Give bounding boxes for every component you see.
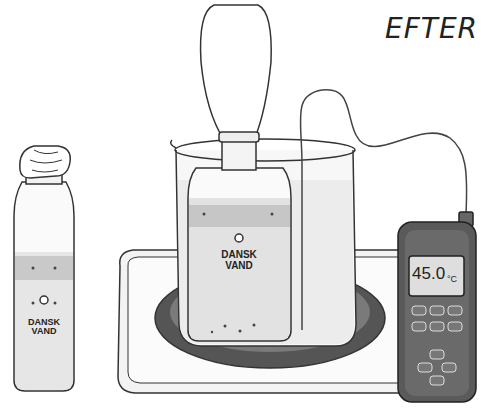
bottle-label: DANSK VAND (211, 250, 267, 271)
thermometer-cable (300, 90, 466, 330)
thermometer-device (398, 212, 476, 402)
beaker (171, 139, 356, 346)
temperature-reading: 45.0 (412, 265, 445, 283)
temperature-unit: °C (447, 275, 457, 284)
title: EFTER (385, 12, 478, 45)
hand (20, 146, 70, 178)
bottle-with-balloon (188, 5, 291, 341)
bottle-label: DANSK VAND (19, 318, 69, 337)
left-bottle (14, 146, 74, 391)
